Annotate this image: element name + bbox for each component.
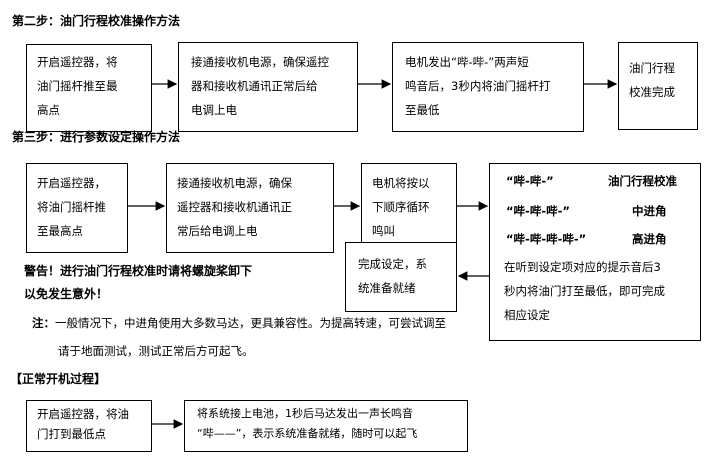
box-line: 门打到最低点 bbox=[37, 427, 106, 441]
box-line: 校准完成 bbox=[629, 85, 675, 99]
box-line: 将油门摇杆推 bbox=[37, 200, 106, 214]
box-line: 至最高点 bbox=[37, 224, 83, 238]
box-line: 接通接收机电源，确保遥控 bbox=[191, 55, 329, 69]
note-label: 注： bbox=[32, 316, 55, 330]
step3-box-tone-options: “哔-哔-” 油门行程校准 “哔-哔-哔-” 中进角 “哔-哔-哔-哔-” 高进… bbox=[489, 163, 701, 341]
warning-line-1: 警告！进行油门行程校准时请将螺旋桨卸下 bbox=[24, 264, 253, 278]
warning-line-2: 以免发生意外！ bbox=[24, 287, 109, 301]
note-paragraph: 注：一般情况下，中进角使用大多数马达，更具兼容性。为提高转速，可尝试调至 bbox=[32, 313, 488, 333]
step3-box-open-transmitter: 开启遥控器， 将油门摇杆推 至最高点 bbox=[26, 163, 128, 253]
box-line: 电调上电 bbox=[191, 103, 237, 117]
step2-box-beep-tones: 电机发出“哔-哔-”两声短 鸣音后，3秒内将油门摇杆打 至最低 bbox=[392, 42, 584, 132]
tone-sound: “哔-哔-哔-” bbox=[506, 204, 570, 218]
box-line: 电机发出“哔-哔-”两声短 bbox=[405, 55, 529, 69]
box-line: 鸣叫 bbox=[372, 224, 395, 238]
box-line: 遥控器和接收机通讯正 bbox=[177, 200, 292, 214]
box-line: 常后给电调上电 bbox=[177, 224, 258, 238]
box-line: 下顺序循环 bbox=[372, 200, 430, 214]
step2-heading: 第二步：油门行程校准操作方法 bbox=[12, 14, 181, 28]
box-line: 接通接收机电源，确保 bbox=[177, 176, 292, 190]
box-line: 开启遥控器，将油 bbox=[37, 407, 129, 421]
note-text: 一般情况下，中进角使用大多数马达，更具兼容性。为提高转速，可尝试调至 bbox=[55, 316, 446, 330]
box-line: 鸣音后，3秒内将油门摇杆打 bbox=[405, 79, 551, 93]
tone-meaning: 高进角 bbox=[632, 232, 667, 246]
tone-note-line: 相应设定 bbox=[504, 308, 550, 322]
step3-box-setup-complete: 完成设定，系 统准备就绪 bbox=[345, 242, 457, 312]
normal-box-throttle-low: 开启遥控器，将油 门打到最低点 bbox=[26, 400, 152, 452]
box-line: “哔——”，表示系统准备就绪，随时可以起飞 bbox=[197, 427, 418, 440]
box-line: 油门行程 bbox=[629, 61, 675, 75]
normal-box-battery-ready: 将系统接上电池，1秒后马达发出一声长鸣音 “哔——”，表示系统准备就绪，随时可以… bbox=[184, 400, 468, 452]
step2-box-power-receiver: 接通接收机电源，确保遥控 器和接收机通讯正常后给 电调上电 bbox=[178, 42, 358, 132]
box-line: 器和接收机通讯正常后给 bbox=[191, 79, 318, 93]
box-line: 高点 bbox=[37, 103, 60, 117]
box-line: 至最低 bbox=[405, 103, 440, 117]
step2-box-open-transmitter: 开启遥控器，将 油门摇杆推至最 高点 bbox=[26, 44, 152, 132]
tone-note-line: 在听到设定项对应的提示音后3 bbox=[504, 260, 661, 274]
box-line: 完成设定，系 bbox=[358, 257, 427, 271]
step3-heading: 第三步：进行参数设定操作方法 bbox=[12, 130, 181, 144]
box-line: 统准备就绪 bbox=[358, 281, 416, 295]
step3-box-power-receiver: 接通接收机电源，确保 遥控器和接收机通讯正 常后给电调上电 bbox=[166, 163, 334, 253]
tone-note-line: 秒内将油门打至最低，即可完成 bbox=[504, 284, 665, 298]
tone-meaning: 中进角 bbox=[632, 204, 667, 218]
tone-sound: “哔-哔-” bbox=[506, 174, 554, 188]
tone-sound: “哔-哔-哔-哔-” bbox=[506, 232, 587, 246]
normal-heading: 【正常开机过程】 bbox=[10, 372, 107, 386]
box-line: 电机将按以 bbox=[372, 176, 430, 190]
box-line: 开启遥控器，将 bbox=[37, 55, 118, 69]
box-line: 开启遥控器， bbox=[37, 176, 106, 190]
note-text-2: 请于地面测试，测试正常后方可起飞。 bbox=[58, 344, 254, 358]
box-line: 将系统接上电池，1秒后马达发出一声长鸣音 bbox=[197, 407, 413, 420]
step3-box-cycle-beeps: 电机将按以 下顺序循环 鸣叫 bbox=[361, 163, 457, 253]
tone-meaning: 油门行程校准 bbox=[608, 174, 677, 188]
step2-box-complete: 油门行程 校准完成 bbox=[618, 42, 698, 130]
box-line: 油门摇杆推至最 bbox=[37, 79, 118, 93]
